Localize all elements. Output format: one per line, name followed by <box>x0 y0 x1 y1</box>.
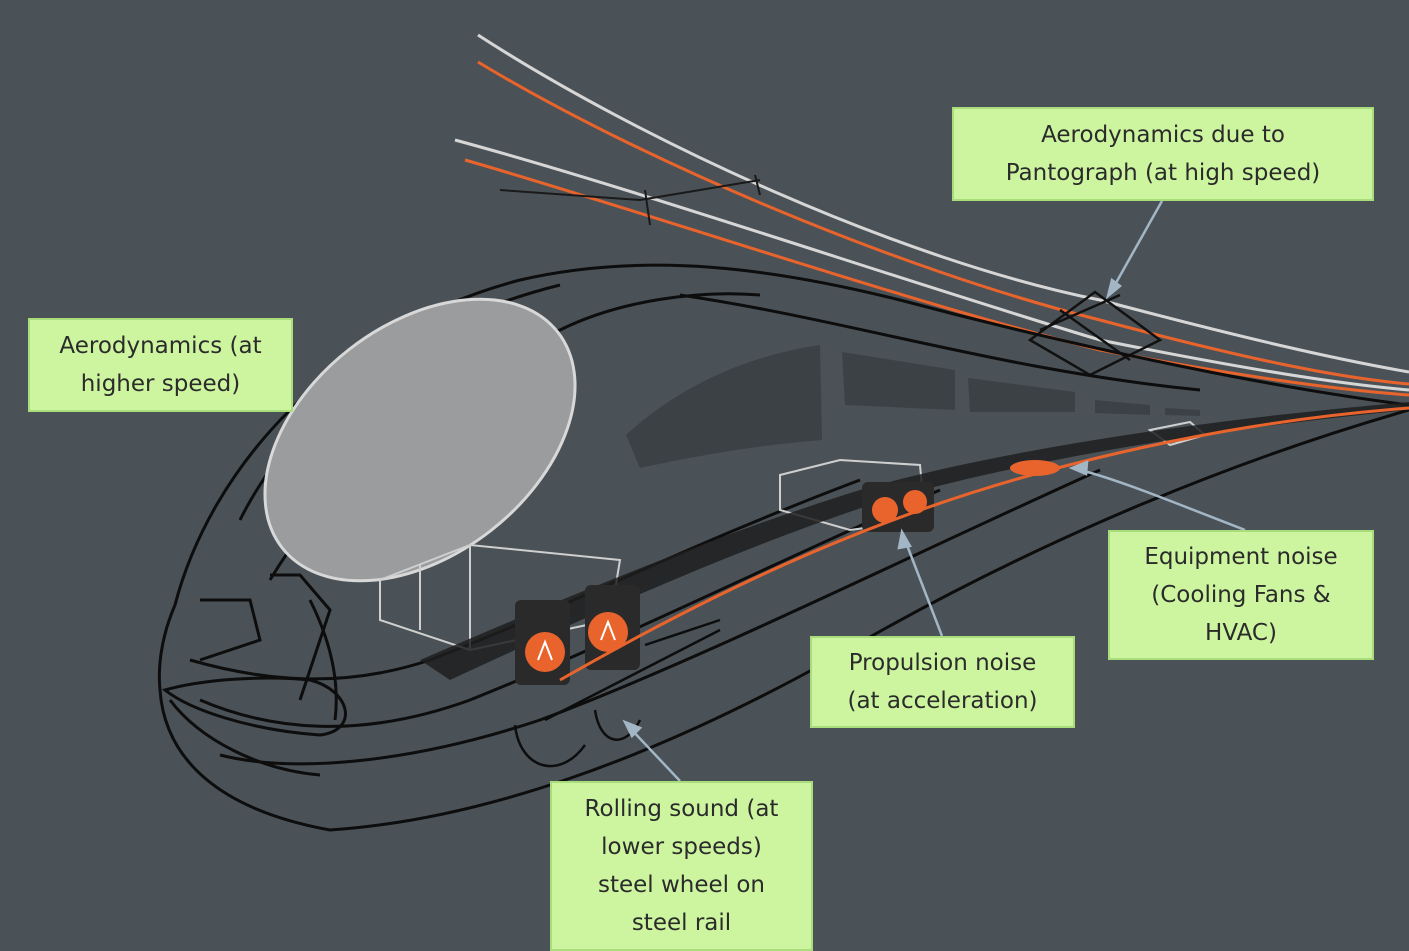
overhead-wires <box>455 35 1409 395</box>
label-propulsion-noise: Propulsion noise (at acceleration) <box>810 636 1075 728</box>
label-front-aerodynamics: Aerodynamics (at higher speed) <box>28 318 293 412</box>
label-equipment-noise: Equipment noise (Cooling Fans & HVAC) <box>1108 530 1374 660</box>
cooling-fans <box>862 482 934 532</box>
pantograph <box>1030 292 1160 375</box>
label-pantograph-aerodynamics: Aerodynamics due to Pantograph (at high … <box>952 107 1374 201</box>
label-rolling-sound: Rolling sound (at lower speeds) steel wh… <box>550 781 813 951</box>
